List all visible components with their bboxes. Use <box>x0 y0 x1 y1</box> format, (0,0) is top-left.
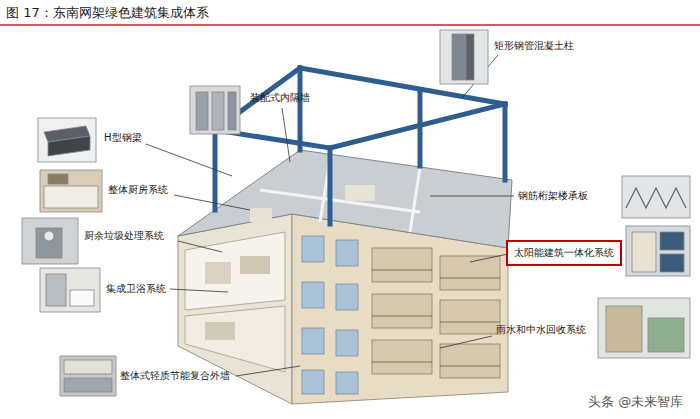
illustration-part <box>660 232 684 250</box>
illustration-part <box>330 104 505 148</box>
illustration-part <box>185 306 285 372</box>
illustration-part <box>410 168 420 232</box>
illustration-part <box>632 232 656 272</box>
illustration-part <box>282 108 290 162</box>
illustration-part <box>430 196 514 197</box>
illustration-part <box>470 254 508 262</box>
illustration-part <box>660 254 684 272</box>
illustration-part <box>466 34 474 80</box>
illustration-part <box>48 136 90 156</box>
illustration-part <box>372 294 432 328</box>
illustration-part <box>178 150 512 248</box>
illustration-part <box>302 282 324 308</box>
illustration-part <box>260 190 420 212</box>
illustration-part <box>228 92 236 130</box>
box-label: 太阳能建筑一体化系统 <box>514 246 614 260</box>
illustration-part <box>36 228 62 258</box>
illustration-part <box>372 270 500 366</box>
illustration-part <box>372 270 432 271</box>
illustration-part <box>648 318 684 352</box>
illustration-part <box>205 262 231 284</box>
illustration-part <box>70 290 94 306</box>
illustration-part <box>440 256 500 290</box>
illustration-part <box>328 148 333 224</box>
highlight-box: 太阳能建筑一体化系统 <box>506 240 622 266</box>
illustration-part <box>22 218 78 264</box>
illustration-part <box>22 30 690 396</box>
illustration-part <box>626 226 690 276</box>
illustration-part <box>336 284 358 310</box>
illustration-part <box>178 241 222 252</box>
illustration-part <box>452 34 466 80</box>
illustration-part <box>598 298 690 358</box>
illustration-part <box>250 208 272 222</box>
illustration-part <box>440 30 488 84</box>
illustration-part <box>440 300 500 334</box>
illustration-part <box>302 370 324 394</box>
illustration-part <box>185 232 285 310</box>
illustration-part <box>205 322 235 340</box>
illustration-part <box>260 160 420 232</box>
illustration-part <box>440 366 500 367</box>
illustration-part <box>372 362 432 363</box>
illustration-part <box>60 356 116 396</box>
illustration-part <box>372 248 432 282</box>
callout-label: 整体厨房系统 <box>108 184 168 196</box>
illustration-part <box>146 144 232 176</box>
callout-label: 厨余垃圾处理系统 <box>84 230 164 242</box>
callout-label: 钢筋桁架楼承板 <box>518 190 588 202</box>
illustration-part <box>298 68 303 150</box>
illustration-part <box>196 92 208 130</box>
callout-label: 雨水和中水回收系统 <box>496 324 586 336</box>
illustration-part <box>40 268 100 312</box>
illustration-part <box>0 24 700 26</box>
illustration-part <box>146 55 514 376</box>
illustration-part <box>336 372 358 394</box>
illustration-part <box>372 316 432 317</box>
illustration-part <box>503 104 508 180</box>
illustration-part <box>440 322 500 323</box>
illustration-part <box>190 86 240 134</box>
illustration-part <box>336 240 358 266</box>
illustration-part <box>302 236 324 262</box>
illustration-part <box>44 231 54 241</box>
illustration-part <box>44 186 98 208</box>
illustration-part <box>174 195 250 210</box>
illustration-part <box>440 336 492 348</box>
illustration-part <box>606 306 642 352</box>
illustration-part <box>372 248 500 378</box>
illustration-part <box>302 236 358 394</box>
watermark: 头条 @未来智库 <box>588 394 683 410</box>
illustration-part <box>170 289 228 292</box>
illustration-part <box>440 344 500 378</box>
illustration-part <box>64 378 112 392</box>
illustration-part <box>440 278 500 279</box>
callout-label: 装配式内隔墙 <box>250 92 310 104</box>
callout-label: 矩形钢管混凝土柱 <box>494 40 574 52</box>
illustration-part <box>372 340 432 374</box>
callout-label: 集成卫浴系统 <box>106 283 166 295</box>
illustration-part <box>215 68 505 224</box>
callout-label: 整体式轻质节能复合外墙 <box>120 370 230 382</box>
illustration-part <box>40 170 102 212</box>
callout-label: H型钢梁 <box>104 132 142 144</box>
illustration-part <box>336 330 358 356</box>
illustration-part <box>212 92 224 130</box>
figure-title: 图 17：东南网架绿色建筑集成体系 <box>6 5 209 21</box>
illustration-part <box>64 360 112 374</box>
illustration-part <box>46 274 66 306</box>
illustration-part <box>48 174 68 184</box>
illustration-part <box>626 188 686 208</box>
illustration-part <box>622 176 690 218</box>
illustration-part <box>302 328 324 354</box>
illustration-part <box>240 256 270 274</box>
illustration-part <box>236 366 300 376</box>
illustration-part <box>38 118 96 162</box>
illustration-part <box>345 185 375 201</box>
